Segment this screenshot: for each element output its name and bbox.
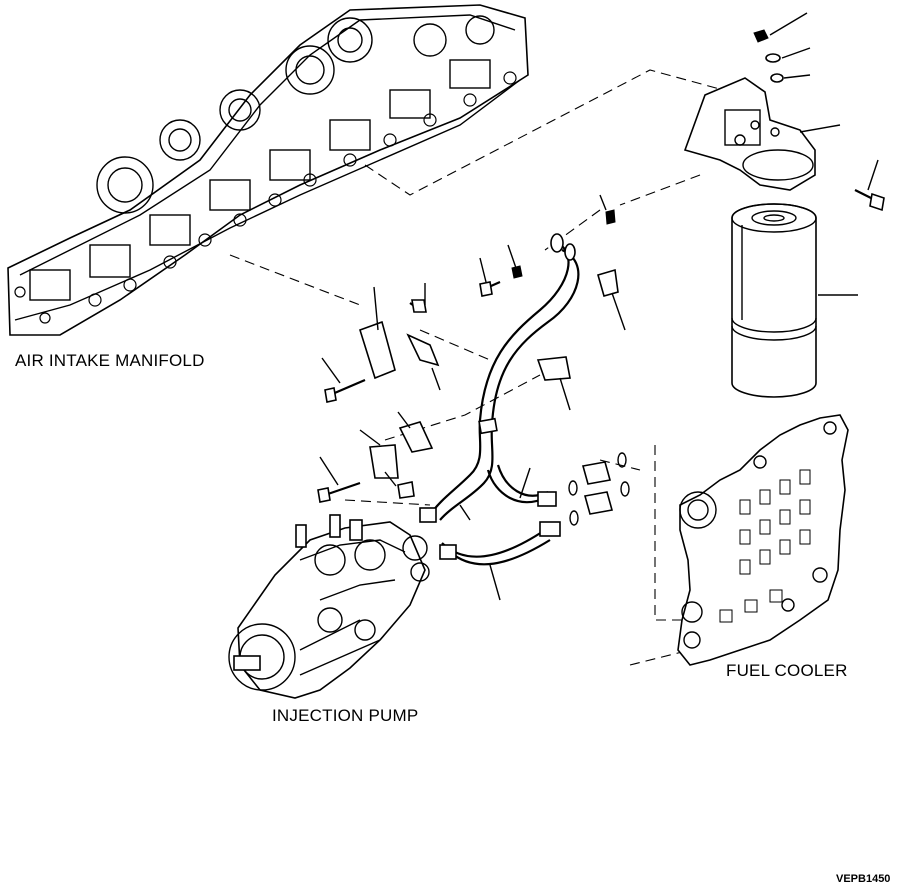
filter-head-fasteners bbox=[753, 29, 885, 212]
fuel-filter-cartridge-drawing bbox=[731, 203, 817, 398]
figure-code: VEPB1450 bbox=[836, 873, 891, 885]
fuel-cooler-drawing bbox=[677, 414, 849, 666]
air-intake-manifold-drawing bbox=[7, 4, 529, 336]
callout-lines bbox=[319, 12, 879, 601]
fuel-cooler-label: FUEL COOLER bbox=[726, 661, 848, 680]
air-intake-manifold-label: AIR INTAKE MANIFOLD bbox=[15, 351, 205, 370]
fittings-and-o-rings bbox=[568, 452, 630, 526]
fuel-tubes-drawing bbox=[419, 233, 580, 566]
clamps-and-bolts bbox=[317, 209, 619, 503]
fuel-filter-head-drawing bbox=[683, 77, 816, 191]
injection-pump-label: INJECTION PUMP bbox=[272, 706, 419, 725]
injection-pump-drawing bbox=[228, 514, 430, 699]
